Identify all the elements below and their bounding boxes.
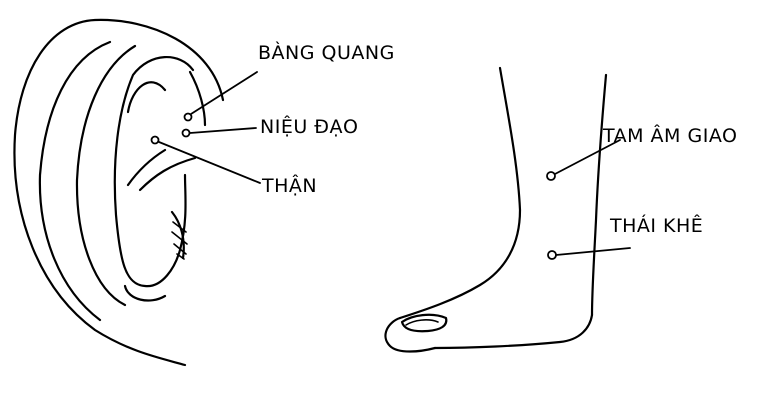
taixi-point [548,251,556,259]
kidney-label: THẬN [262,177,317,196]
foot-shin-back [400,68,520,318]
foot-sole [435,315,592,348]
kidney-point [152,137,159,144]
foot-shin-front [592,75,606,315]
ear-inner-rim-2 [77,46,135,305]
bladder-leader [191,72,257,114]
bladder-label: BÀNG QUANG [258,44,395,63]
ear-crus-line-1 [128,150,165,185]
sanyinjiao-label: TAM ÂM GIAO [603,127,737,146]
urethra-point [183,130,190,137]
ear-outer-helix [14,20,223,365]
taixi-leader [556,248,630,255]
kidney-leader [159,142,260,183]
foot-toe-inner [406,320,438,325]
foot-drawing [385,68,606,352]
taixi-label: THÁI KHÊ [610,217,703,236]
ear-fossa-line-1 [128,82,165,112]
ear-drawing [14,20,223,365]
ear-lobe [125,286,165,301]
ear-concha [115,57,193,286]
urethra-leader [190,128,256,133]
sanyinjiao-point [547,172,555,180]
urethra-label: NIỆU ĐẠO [260,118,358,137]
